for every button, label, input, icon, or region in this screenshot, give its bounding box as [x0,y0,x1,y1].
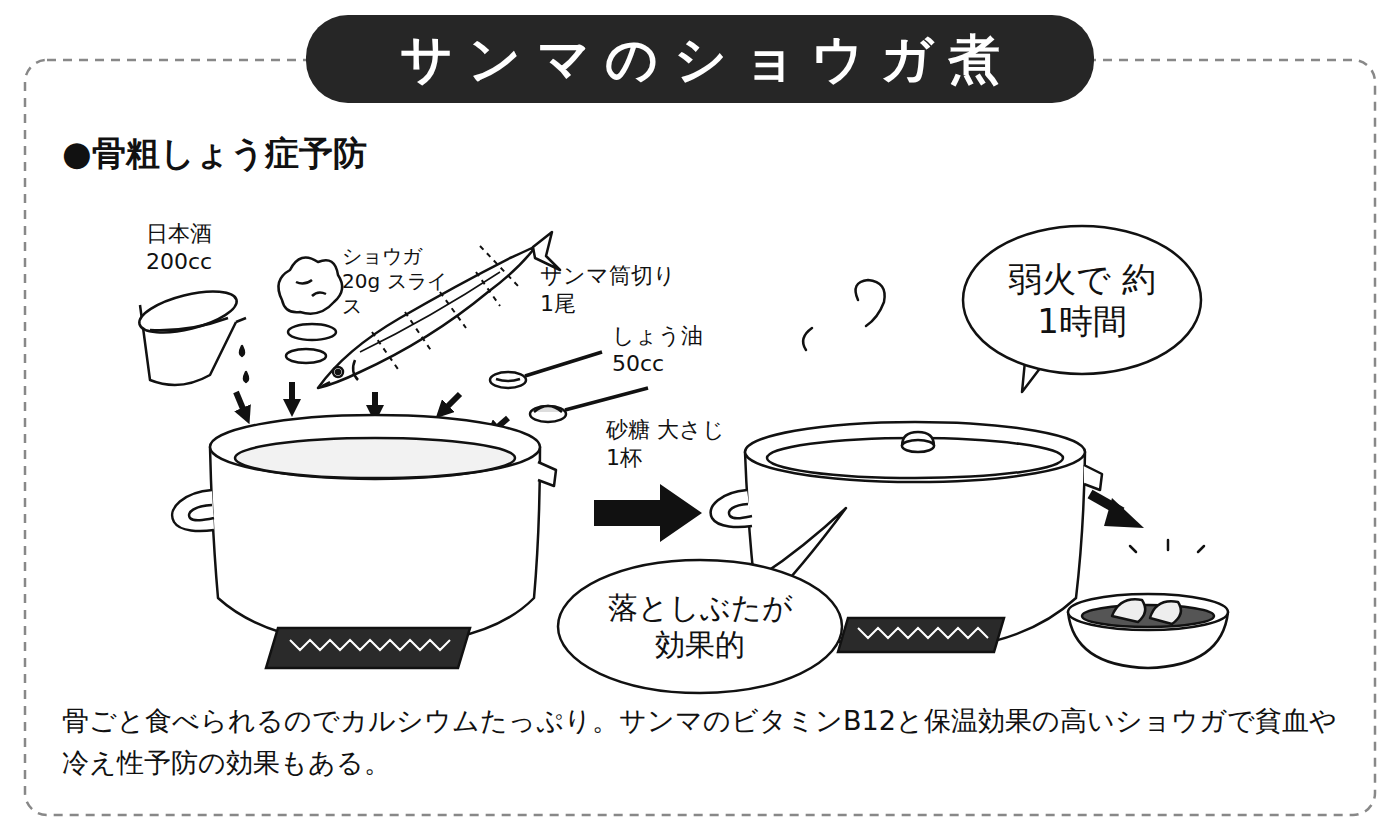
ginger [278,258,342,364]
bubble-outline [558,560,842,693]
bowl-part [1068,594,1228,630]
burner-part [266,628,470,668]
saury-fish-part-part [440,292,466,328]
title-banner-part [306,15,1094,103]
steam-part [856,280,885,326]
pour-arrows-part [236,392,246,416]
pour-arrows-part [372,392,378,414]
ingredient-label: ショウガ20g スライス [342,244,460,319]
sparkle-part [1130,546,1136,552]
pot-part [538,462,556,486]
step-arrow-part [594,484,702,542]
bubble-outline [556,558,844,695]
burner [266,628,470,668]
ginger-part [286,349,326,363]
spoons-part [490,372,526,388]
ingredient-label: しょう油 50cc [612,322,722,377]
burner-part [858,628,988,638]
measuring-cup-part [135,283,240,340]
serve-arrow-part [1104,498,1144,528]
pot-part [172,490,214,531]
spoons-part [530,406,566,422]
measuring-cup [135,283,248,385]
pot-part [210,415,540,479]
burner [838,618,1004,652]
ginger-part [296,280,326,296]
saury-fish-part [333,367,343,377]
spoons-part [525,352,602,376]
saury-fish-part-part [405,312,432,352]
step-arrow [594,484,702,542]
ingredient-label: サンマ筒切り 1尾 [540,262,690,317]
bubble-text: 落としぶたが 効果的 [603,589,797,664]
serve-arrow [1090,494,1144,528]
measuring-cup-part [150,318,228,330]
ingredient-label: 砂糖 大さじ1杯 [606,416,726,471]
burner-part [838,618,1004,652]
bowl [1068,594,1228,668]
pot [172,415,556,645]
saury-fish-part [322,382,330,386]
spoons-part [565,388,648,410]
pot-with-lid-part [1084,465,1102,490]
saury-fish-part-part [476,272,500,306]
pot-part [235,438,515,478]
measuring-cup-part [236,318,246,322]
ginger-part [288,324,336,340]
saury-fish-part [336,370,340,374]
bowl-part [1150,601,1181,624]
speech-bubble: 弱火で 約1時間 [961,224,1203,376]
dashed-frame-part [25,60,1375,815]
bowl-part [1112,599,1145,622]
pot-with-lid-part [711,490,752,527]
bubble-text-group: 落としぶたが 効果的 [603,589,797,664]
speech-bubble: 落としぶたが 効果的 [556,558,844,695]
bubble-outline [963,226,1201,374]
pot-with-lid-part [745,422,1085,482]
saury-fish [318,232,560,388]
pot-with-lid-part [902,440,934,452]
pour-arrows-part [289,382,295,408]
bubble-outline [961,224,1203,376]
pour-arrows-part [442,394,460,412]
spoons-part [496,379,520,381]
section-heading: ●骨粗しょう症予防 [62,132,582,175]
saury-fish-part-part [372,332,400,372]
sparkle-part [1198,546,1204,552]
ingredient-label: 日本酒 200cc [146,220,242,275]
title-banner [306,15,1094,103]
sparkle [1130,540,1204,552]
dashed-frame [25,60,1375,815]
bubble-tail [738,330,1060,606]
title-text: サンマのショウガ煮 [306,15,1094,103]
measuring-cup-part [240,346,244,356]
saury-fish-part [353,360,358,380]
sparkle-part [1167,540,1170,550]
pot-with-lid-part [767,438,1063,478]
bowl-part [1082,605,1214,627]
ginger-part [278,258,342,314]
bubble-text: 弱火で 約1時間 [1002,258,1162,343]
steam [803,280,885,350]
measuring-cup-part [244,372,248,382]
caption-text: 骨ごと食べられるのでカルシウムたっぷり。サンマのビタミンB12と保温効果の高いシ… [62,700,1352,784]
bubble-text-group: 弱火で 約1時間 [1002,258,1162,343]
burner-part [290,640,450,650]
steam-part [803,328,812,350]
spoons-part [534,406,562,412]
